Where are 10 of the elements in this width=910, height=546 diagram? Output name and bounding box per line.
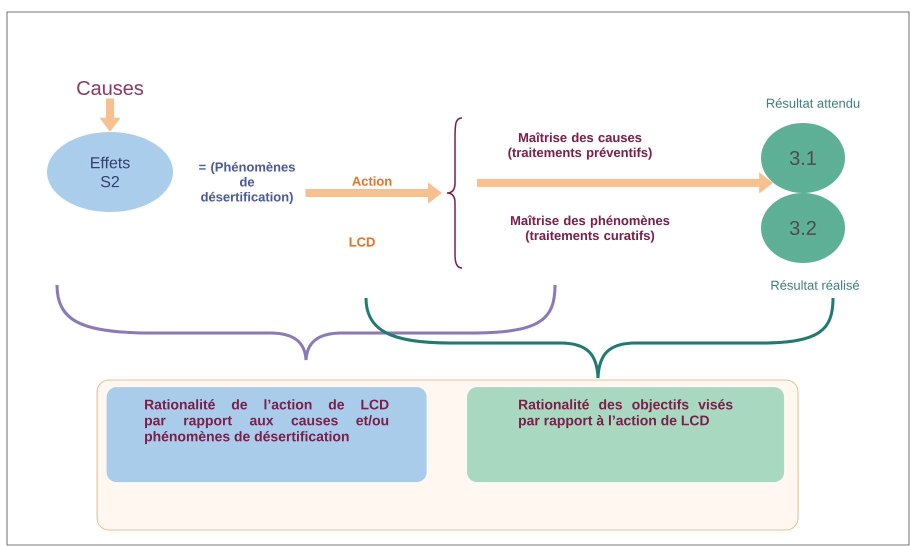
result-caption: Résultat attendu — [766, 98, 860, 108]
phenomena-text: = (Phénomènes de désertification) — [199, 162, 295, 204]
rationale-box: Rationalité des objectifs visés par rapport à l’action de LCD — [467, 387, 784, 482]
treatment-text: Maîtrise des phénomènes (traitements curatifs) — [510, 215, 670, 243]
rationale-box: Rationalité de l’action de LCD par rapport aux causes et/ou phénomènes de désertification — [106, 387, 427, 482]
cause-label: Causes — [77, 80, 144, 96]
edge-label: Action — [352, 176, 392, 186]
treatment-text: Maîtrise des causes (traitements préventifs) — [508, 132, 652, 160]
result-caption: Résultat réalisé — [771, 280, 860, 290]
lcd-label: LCD — [350, 237, 375, 247]
